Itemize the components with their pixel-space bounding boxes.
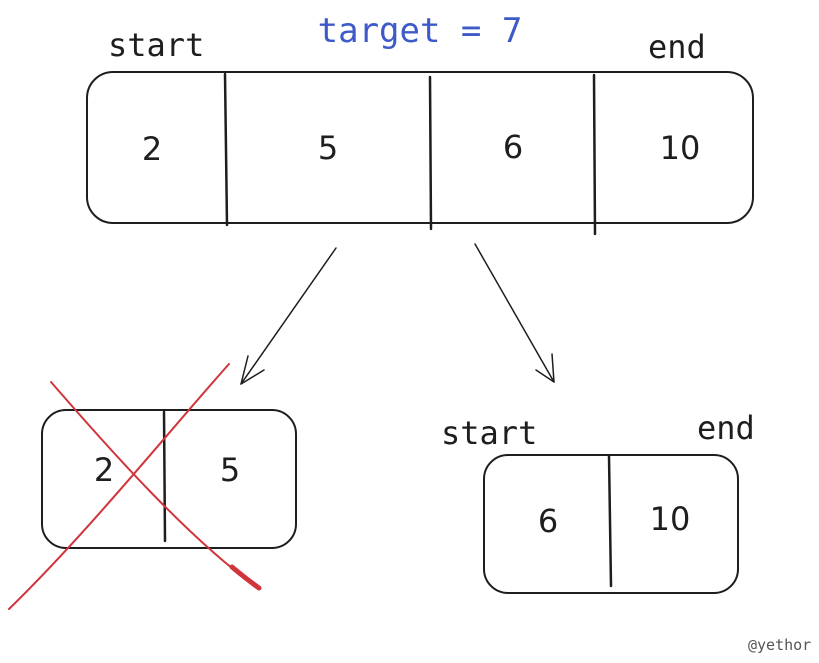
right-array-cell-0: 6 xyxy=(538,502,558,540)
top-array-divider-1 xyxy=(223,72,229,227)
right-start-label: start xyxy=(441,414,537,452)
top-end-label: end xyxy=(648,28,706,66)
top-array-cell-2: 6 xyxy=(503,128,523,166)
top-array-cell-1: 5 xyxy=(318,129,338,167)
left-array-box xyxy=(41,409,297,549)
right-array-divider xyxy=(607,454,613,588)
top-array-divider-2 xyxy=(428,75,433,231)
top-start-label: start xyxy=(108,26,204,64)
arrow-to-left-half xyxy=(240,247,337,385)
top-array-cell-0: 2 xyxy=(142,130,162,168)
right-array: 6 10 xyxy=(483,454,739,594)
top-array-box xyxy=(86,71,754,224)
left-array-divider xyxy=(162,410,167,543)
top-array-divider-3 xyxy=(592,73,597,236)
arrow-to-right-half xyxy=(474,243,555,383)
left-array-cell-0: 2 xyxy=(94,451,114,489)
author-credit: @yethor xyxy=(748,636,811,654)
target-title: target = 7 xyxy=(318,11,523,51)
left-array-cell-1: 5 xyxy=(220,451,240,489)
top-array-cell-3: 10 xyxy=(660,129,701,167)
discard-cross-mark xyxy=(8,363,262,610)
top-array: 2 5 6 10 xyxy=(86,71,754,236)
right-end-label: end xyxy=(697,409,755,447)
left-array: 2 5 xyxy=(41,409,297,549)
right-array-box xyxy=(483,454,739,594)
right-array-cell-1: 10 xyxy=(650,500,691,538)
